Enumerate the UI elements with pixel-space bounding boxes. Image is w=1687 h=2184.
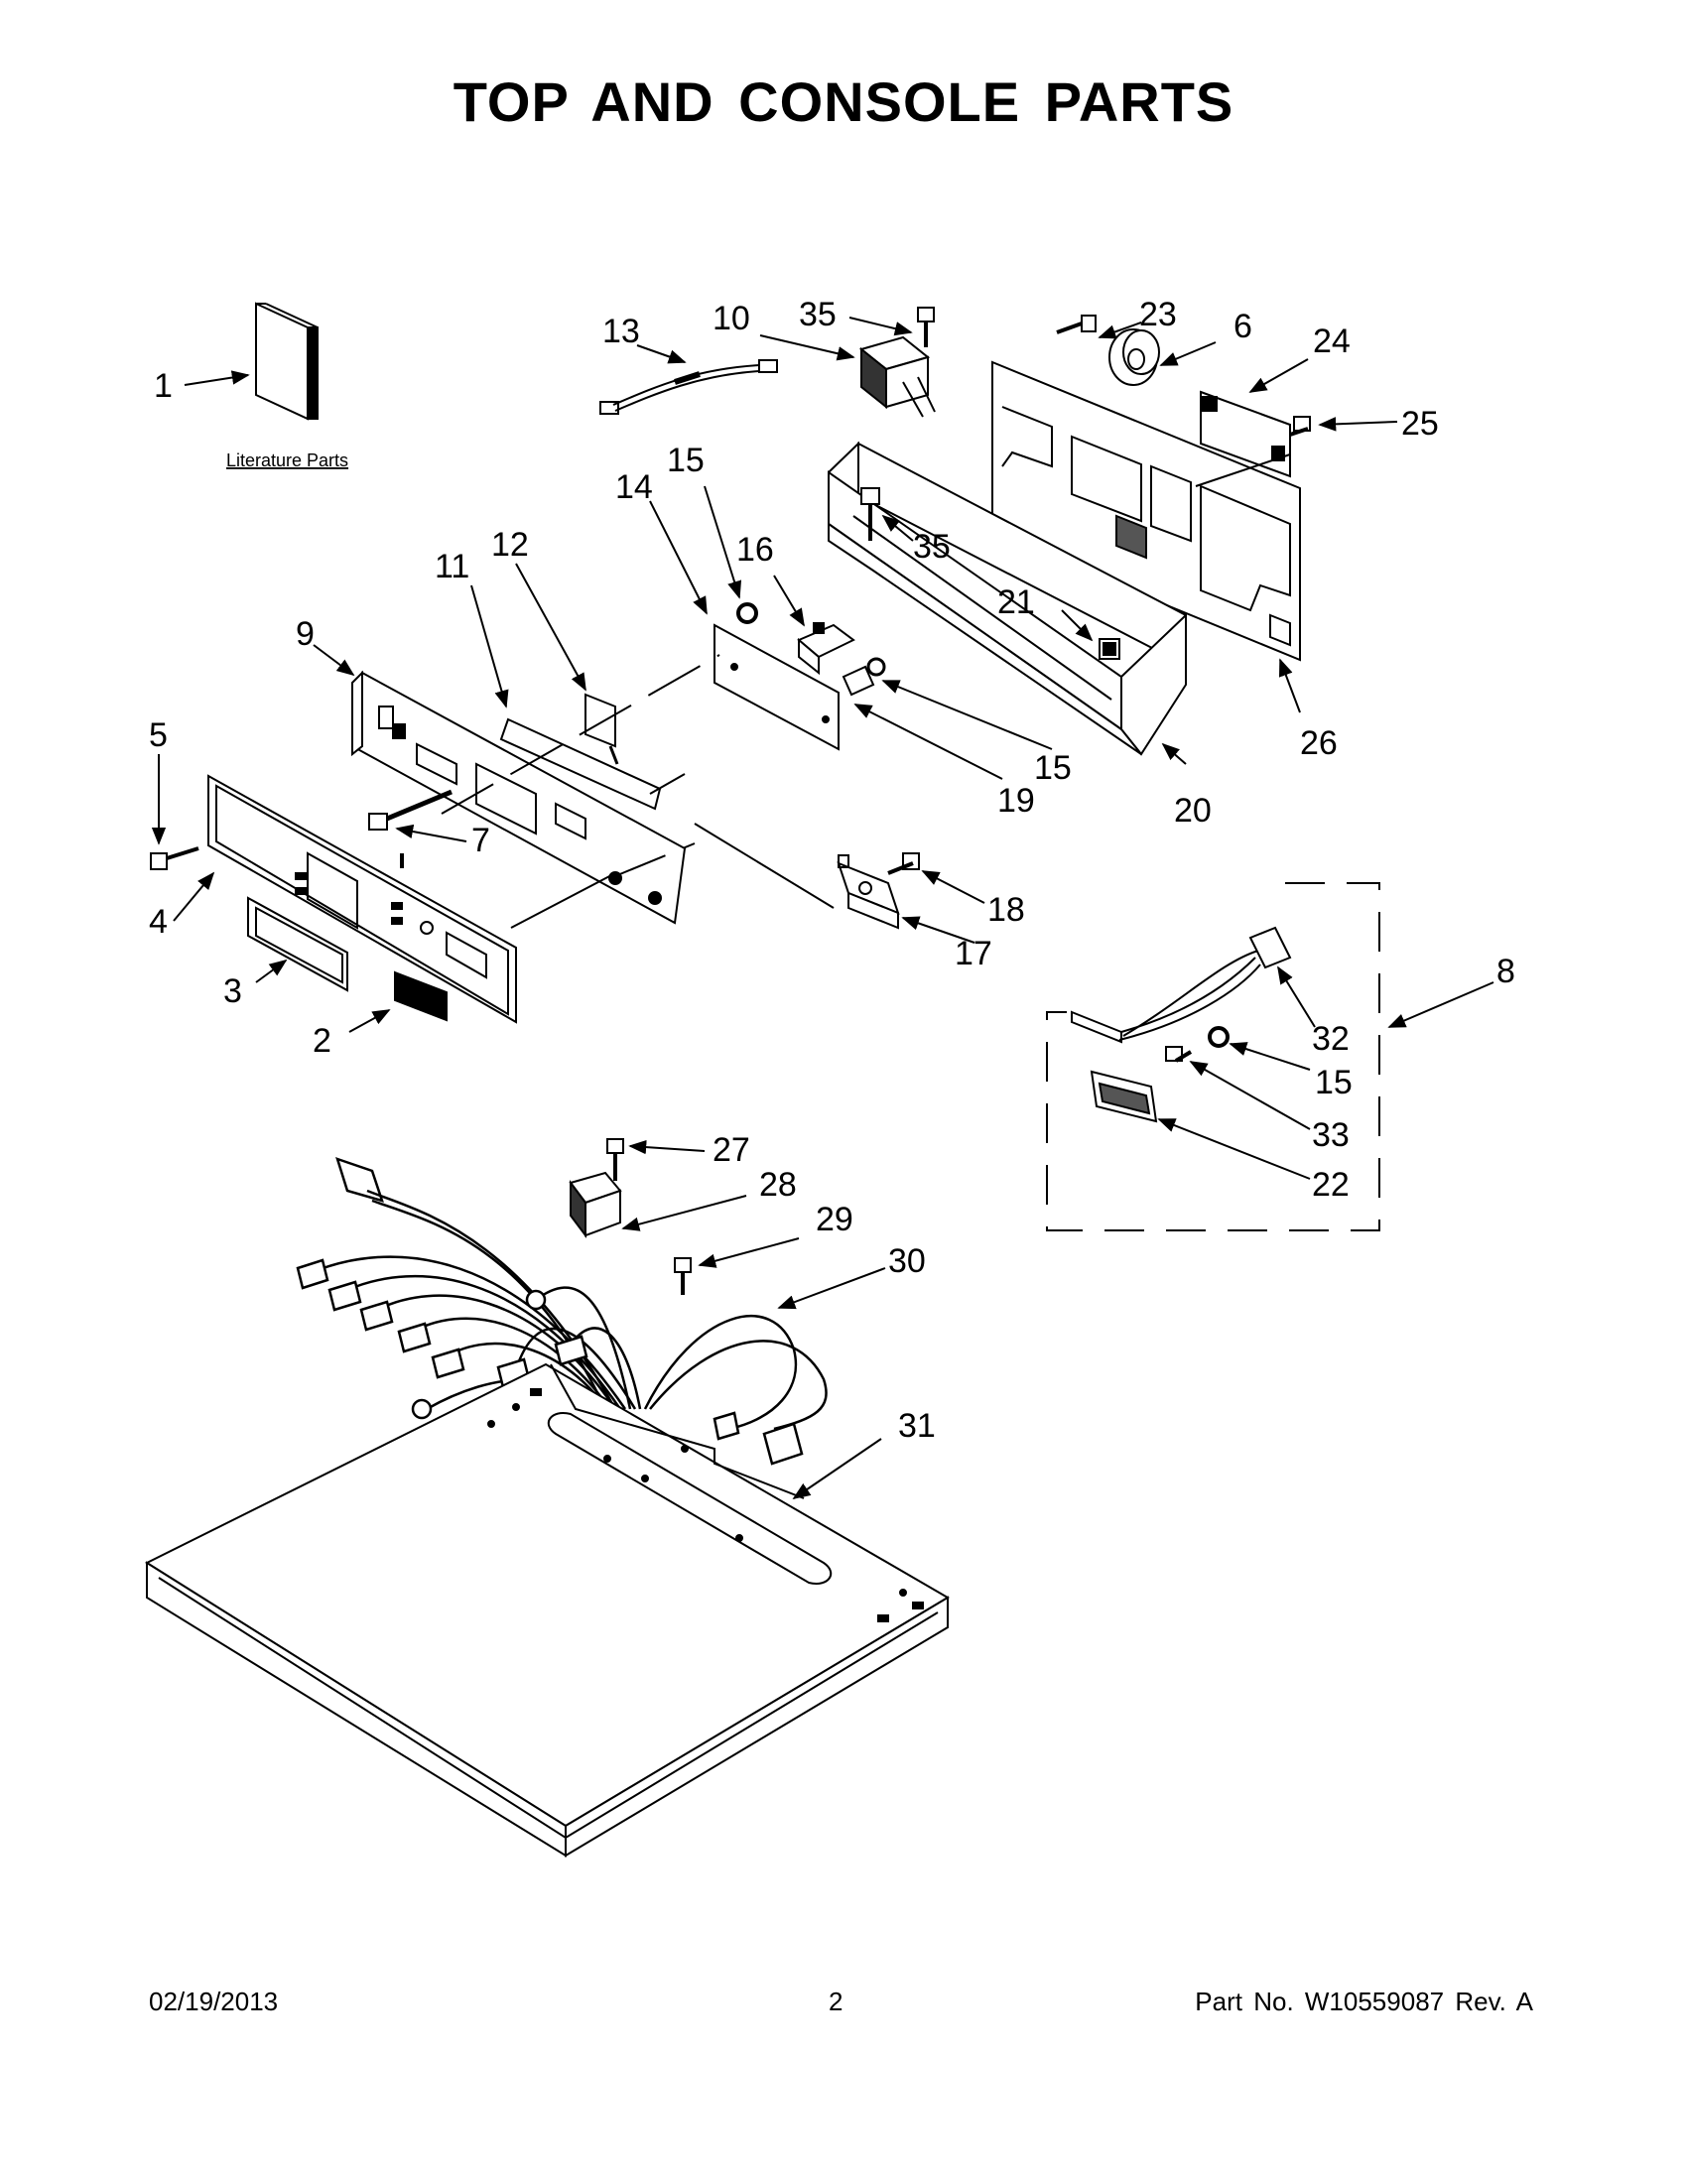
callout-12: 12: [491, 526, 529, 564]
callout-11: 11: [435, 548, 469, 585]
callout-30: 30: [888, 1242, 926, 1280]
screw-drawing: [150, 846, 199, 870]
footer-part-number: Part No. W10559087 Rev. A: [1195, 1987, 1533, 2016]
callout-arrows: [151, 317, 1494, 1500]
callout-13: 13: [602, 313, 640, 350]
callout-6: 6: [1233, 308, 1252, 345]
wire-harness-kit-drawing: [1071, 926, 1292, 1044]
console-housing-drawing: [828, 441, 1188, 756]
callout-1: 1: [154, 367, 173, 405]
callout-15-kit: 15: [1315, 1064, 1353, 1101]
console-back-panel-drawing: [991, 360, 1301, 662]
callout-18: 18: [987, 891, 1025, 929]
callout-19: 19: [997, 782, 1035, 820]
callout-29: 29: [816, 1201, 853, 1238]
screw-drawing: [674, 1257, 692, 1295]
callout-32: 32: [1312, 1020, 1350, 1058]
callout-14: 14: [615, 468, 653, 506]
callout-31: 31: [898, 1407, 936, 1445]
button-kit-drawing: [1090, 1070, 1158, 1123]
literature-booklet-drawing: [255, 302, 319, 421]
bracket-drawing: [837, 854, 900, 930]
callout-16: 16: [736, 531, 774, 569]
mounting-plate-drawing: [714, 623, 840, 751]
callout-10: 10: [713, 300, 750, 337]
nut-drawing: [736, 602, 758, 624]
screw-drawing: [860, 487, 880, 541]
callout-24: 24: [1313, 322, 1351, 360]
callout-35-top: 35: [799, 296, 837, 333]
callout-33: 33: [1312, 1116, 1350, 1154]
callout-21: 21: [997, 583, 1035, 621]
long-screw-drawing: [368, 789, 453, 831]
callout-25: 25: [1401, 405, 1439, 443]
callout-26: 26: [1300, 724, 1338, 762]
dryer-top-panel-drawing: [144, 1362, 950, 1858]
callout-15-mid: 15: [1034, 749, 1072, 787]
footer-date: 02/19/2013: [149, 1987, 279, 2016]
callout-7: 7: [471, 822, 490, 859]
screw-drawing: [1289, 416, 1311, 437]
light-diffuser-drawing: [499, 717, 662, 811]
assembly-lines: [441, 453, 1291, 929]
knob-drawing: [1108, 328, 1160, 386]
footer-page-number: 2: [829, 1987, 844, 2016]
callout-15-upper: 15: [667, 442, 705, 479]
screw-drawing: [917, 307, 935, 347]
connector-drawing: [797, 622, 855, 676]
console-bracket-drawing: [350, 670, 687, 925]
callout-28: 28: [759, 1166, 797, 1204]
main-wire-harness-drawing: [296, 1157, 828, 1466]
callout-22: 22: [1312, 1166, 1350, 1204]
callout-8: 8: [1496, 953, 1515, 990]
screw-drawing: [1165, 1046, 1193, 1063]
callout-3: 3: [223, 972, 242, 1010]
nut-drawing: [1208, 1026, 1230, 1048]
screw-drawing: [606, 1138, 624, 1181]
spacer-drawing: [842, 657, 886, 697]
button-assembly-drawing: [247, 896, 348, 992]
callout-35-mid: 35: [913, 528, 951, 566]
callout-labels: 1 13 10 35 23 6 24 25 35 15 14 16 21 26 …: [149, 296, 1515, 1445]
callout-17: 17: [955, 935, 992, 972]
relay-drawing: [569, 1171, 622, 1238]
callout-20: 20: [1174, 792, 1212, 830]
literature-parts-label: Literature Parts: [226, 450, 348, 470]
kit-dashed-box: [1046, 882, 1380, 1231]
callout-5: 5: [149, 716, 168, 754]
transformer-drawing: [858, 335, 936, 418]
page-title: TOP AND CONSOLE PARTS: [453, 70, 1234, 133]
callout-23: 23: [1139, 296, 1177, 333]
callout-9: 9: [296, 615, 315, 653]
callout-4: 4: [149, 903, 168, 941]
wire-harness-small-drawing: [599, 359, 778, 415]
screw-drawing: [1056, 315, 1097, 334]
small-board-drawing: [584, 693, 619, 765]
callout-2: 2: [313, 1022, 331, 1060]
console-front-panel-drawing: [207, 774, 517, 1024]
screw-drawing: [887, 852, 920, 875]
callout-27: 27: [713, 1131, 750, 1169]
overlay-drawing: [394, 970, 448, 1022]
